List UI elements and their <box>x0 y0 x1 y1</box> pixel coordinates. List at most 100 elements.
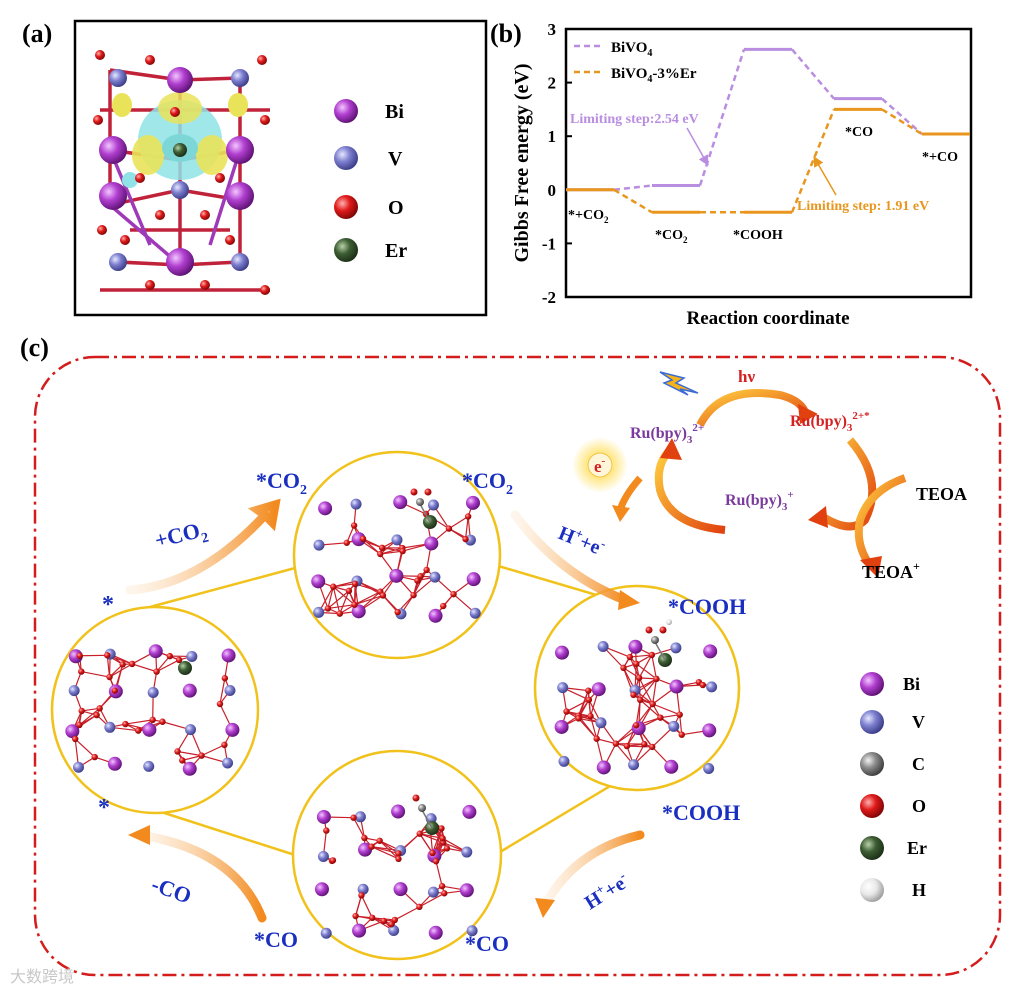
arrow-add-co2 <box>125 498 281 595</box>
legend-c-bi-atom <box>860 672 884 696</box>
teoa-label: TEOA <box>916 484 967 504</box>
chart-legend: BiVO4 BiVO4-3%Er <box>574 40 697 85</box>
atom-v <box>143 760 155 772</box>
legend-c-o-label: O <box>912 796 926 816</box>
atom-bi <box>182 761 197 776</box>
y-tick-label: 1 <box>548 127 557 146</box>
atom-o <box>329 857 337 864</box>
atom-bi <box>465 495 480 510</box>
atom-bi <box>391 804 406 819</box>
atom-o <box>330 583 337 590</box>
atom-o <box>91 753 98 761</box>
atom-v <box>558 755 570 767</box>
atom-o <box>620 664 627 672</box>
atom-o <box>412 794 420 802</box>
ads-cooh-adsorbate <box>645 619 672 661</box>
atom-o <box>351 580 359 588</box>
annotation-limiting-step-bivo4: Limiting step:2.54 eV <box>570 112 699 127</box>
atom-c <box>418 804 426 812</box>
atom-o <box>417 573 424 580</box>
atom-v <box>427 499 439 511</box>
atom-o <box>432 858 440 865</box>
legend-c-bi-label: Bi <box>903 674 920 694</box>
atom-o <box>626 653 634 661</box>
panel-c-frame <box>33 355 1002 977</box>
panel-a-legend: Bi V O Er <box>334 99 407 262</box>
arc-electron <box>616 475 643 512</box>
legend-c-c-label: C <box>912 754 925 774</box>
legend-a-bi-label: Bi <box>385 101 404 123</box>
charge-density-structure <box>93 45 277 303</box>
panel-label-b: (b) <box>490 19 522 48</box>
atom-bi <box>703 644 718 659</box>
atom-o <box>636 696 644 704</box>
atom-v <box>72 761 84 773</box>
atom-o <box>166 652 174 660</box>
arc-quench <box>817 437 877 531</box>
label-star-top: * <box>102 592 114 618</box>
ads-co2-adsorbate <box>410 488 432 523</box>
structure-circle-right <box>533 584 741 792</box>
legend-a-o-label: O <box>388 197 404 219</box>
atom-bi <box>466 572 481 587</box>
atom-o <box>377 550 384 558</box>
atom-o <box>399 547 406 555</box>
atom-o <box>76 721 83 729</box>
atom-o <box>359 535 367 543</box>
atom-o <box>135 727 142 734</box>
atom-o <box>174 748 181 755</box>
atom-bi <box>351 532 366 547</box>
panel-label-a: (a) <box>22 19 52 48</box>
atom-o <box>395 855 402 863</box>
atom-o <box>563 708 570 715</box>
atom-o <box>441 890 448 897</box>
atom-er <box>178 661 192 675</box>
ru1-label: Ru(bpy)3+ <box>725 489 794 513</box>
atom-o <box>111 687 119 694</box>
atom-v <box>186 650 198 662</box>
atom-o <box>633 660 640 668</box>
energy-connector <box>790 108 836 213</box>
y-tick-label: -2 <box>542 288 556 307</box>
legend-c-er-atom <box>860 836 884 860</box>
atom-o <box>429 849 436 857</box>
atom-o <box>410 488 418 496</box>
panel-c-legend: Bi V C O Er H <box>860 672 927 902</box>
atom-o <box>93 711 100 719</box>
atom-bi <box>424 536 439 551</box>
atom-bi <box>352 923 367 938</box>
atom-o <box>438 882 446 890</box>
photosensitizer-cycle: e- hν Ru(bpy)32+ Ru(bpy)32+* Ru(bpy)3+ T… <box>572 367 967 582</box>
atom-bi <box>182 683 197 698</box>
ads-co-adsorbate <box>412 794 433 829</box>
ru2star-label: Ru(bpy)32+* <box>790 410 870 434</box>
atom-o <box>122 720 129 728</box>
atom-bi <box>554 719 569 734</box>
atom-o <box>410 591 417 599</box>
atom-v <box>706 681 718 693</box>
atom-o <box>376 837 383 844</box>
panel-c: *CO2 *CO2 * * *COOH *COOH *CO *CO +CO2 H… <box>33 355 1002 977</box>
step-minus-co: -CO <box>148 871 194 908</box>
atom-c <box>416 498 424 506</box>
atom-v <box>68 685 80 697</box>
atom-o <box>78 668 85 675</box>
y-axis-label: Gibbs Free energy (eV) <box>511 63 533 262</box>
legend-a-er-atom <box>334 238 358 262</box>
atom-o <box>443 845 451 852</box>
atom-bi <box>555 645 570 660</box>
atom-o <box>175 656 183 664</box>
atom-o <box>462 535 469 543</box>
legend-c-h-label: H <box>912 880 926 900</box>
electron-label: e- <box>594 455 606 476</box>
atom-bi <box>314 882 329 897</box>
x-axis-label: Reaction coordinate <box>686 308 849 329</box>
atom-bi <box>669 679 684 694</box>
label-co2-right: *CO2 <box>462 468 513 498</box>
state-label-start: *+CO2 <box>568 208 609 225</box>
label-cooh-bottom: *COOH <box>662 800 740 825</box>
atom-o <box>380 917 388 925</box>
atom-v <box>466 925 478 937</box>
atom-bi <box>225 722 240 737</box>
